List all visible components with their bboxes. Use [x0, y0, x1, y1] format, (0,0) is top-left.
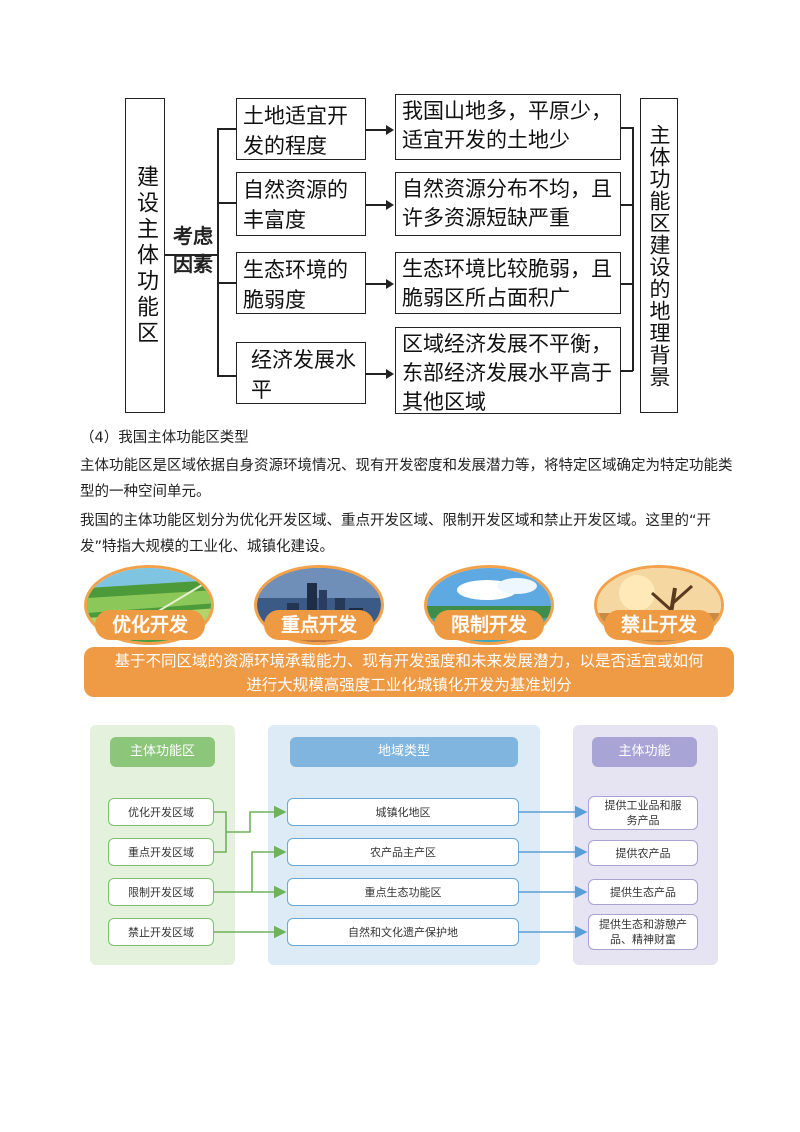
description-box: 区域经济发展不平衡，东部经济发展水平高于其他区域	[395, 327, 621, 414]
connector-line	[217, 128, 219, 375]
banner-label: 重点开发	[264, 610, 374, 640]
factor-box: 自然资源的丰富度	[236, 172, 366, 236]
left-title-box: 建设主体功能区	[125, 98, 165, 413]
arrow-line	[366, 373, 388, 375]
arrow-line	[366, 283, 388, 285]
factor-box: 生态环境的脆弱度	[236, 252, 366, 314]
description-box: 生态环境比较脆弱，且脆弱区所占面积广	[395, 252, 621, 314]
arrow-line	[366, 204, 388, 206]
region-item: 城镇化地区	[287, 798, 519, 826]
region-header: 地域类型	[290, 737, 518, 767]
region-item: 自然和文化遗产保护地	[287, 918, 519, 946]
region-item: 重点生态功能区	[287, 878, 519, 906]
middle-label: 考虑因素	[173, 224, 213, 276]
arrow-icon	[386, 125, 394, 135]
bracket-line	[621, 204, 633, 206]
arrow-icon	[386, 279, 394, 289]
function-item: 提供生态和游憩产品、精神财富	[588, 914, 698, 950]
paragraph: 我国的主体功能区划分为优化开发区域、重点开发区域、限制开发区域和禁止开发区域。这…	[80, 513, 712, 555]
description-box: 我国山地多，平原少，适宜开发的土地少	[395, 94, 621, 160]
arrow-icon	[386, 369, 394, 379]
connector-line	[165, 254, 217, 256]
paragraph: 主体功能区是区域依据自身资源环境情况、现有开发密度和发展潜力等，将特定区域确定为…	[80, 458, 733, 500]
banner-caption: 基于不同区域的资源环境承载能力、现有开发强度和未来发展潜力，以是否适宜或如何进行…	[84, 647, 734, 697]
bracket-line	[621, 283, 633, 285]
bracket-line	[632, 127, 634, 371]
connector-line	[217, 282, 236, 284]
arrow-icon	[386, 200, 394, 210]
factor-box: 土地适宜开发的程度	[236, 98, 366, 160]
section-heading: （4）我国主体功能区类型	[80, 430, 249, 446]
bracket-line	[621, 370, 633, 372]
zone-item: 限制开发区域	[108, 878, 214, 906]
banner-label: 限制开发	[434, 610, 544, 640]
function-item: 提供农产品	[588, 840, 698, 866]
banner-label: 优化开发	[95, 610, 205, 640]
connector-line	[217, 128, 236, 130]
description-box: 自然资源分布不均，且许多资源短缺严重	[395, 172, 621, 236]
zone-header: 主体功能区	[110, 737, 215, 767]
right-title: 主体功能区建设的地理背景	[647, 123, 671, 388]
banner-label: 禁止开发	[604, 610, 714, 640]
function-item: 提供生态产品	[588, 879, 698, 905]
function-header: 主体功能	[592, 737, 697, 767]
left-title: 建设主体功能区	[133, 164, 158, 347]
connector-line	[217, 202, 236, 204]
function-item: 提供工业品和服务产品	[588, 796, 698, 830]
region-item: 农产品主产区	[287, 838, 519, 866]
factor-box: 经济发展水平	[236, 342, 366, 404]
zone-item: 优化开发区域	[108, 798, 214, 826]
arrow-line	[366, 129, 388, 131]
zone-item: 重点开发区域	[108, 838, 214, 866]
bracket-line	[621, 127, 633, 129]
zone-item: 禁止开发区域	[108, 918, 214, 946]
connector-line	[217, 375, 236, 377]
right-title-box: 主体功能区建设的地理背景	[640, 98, 678, 413]
